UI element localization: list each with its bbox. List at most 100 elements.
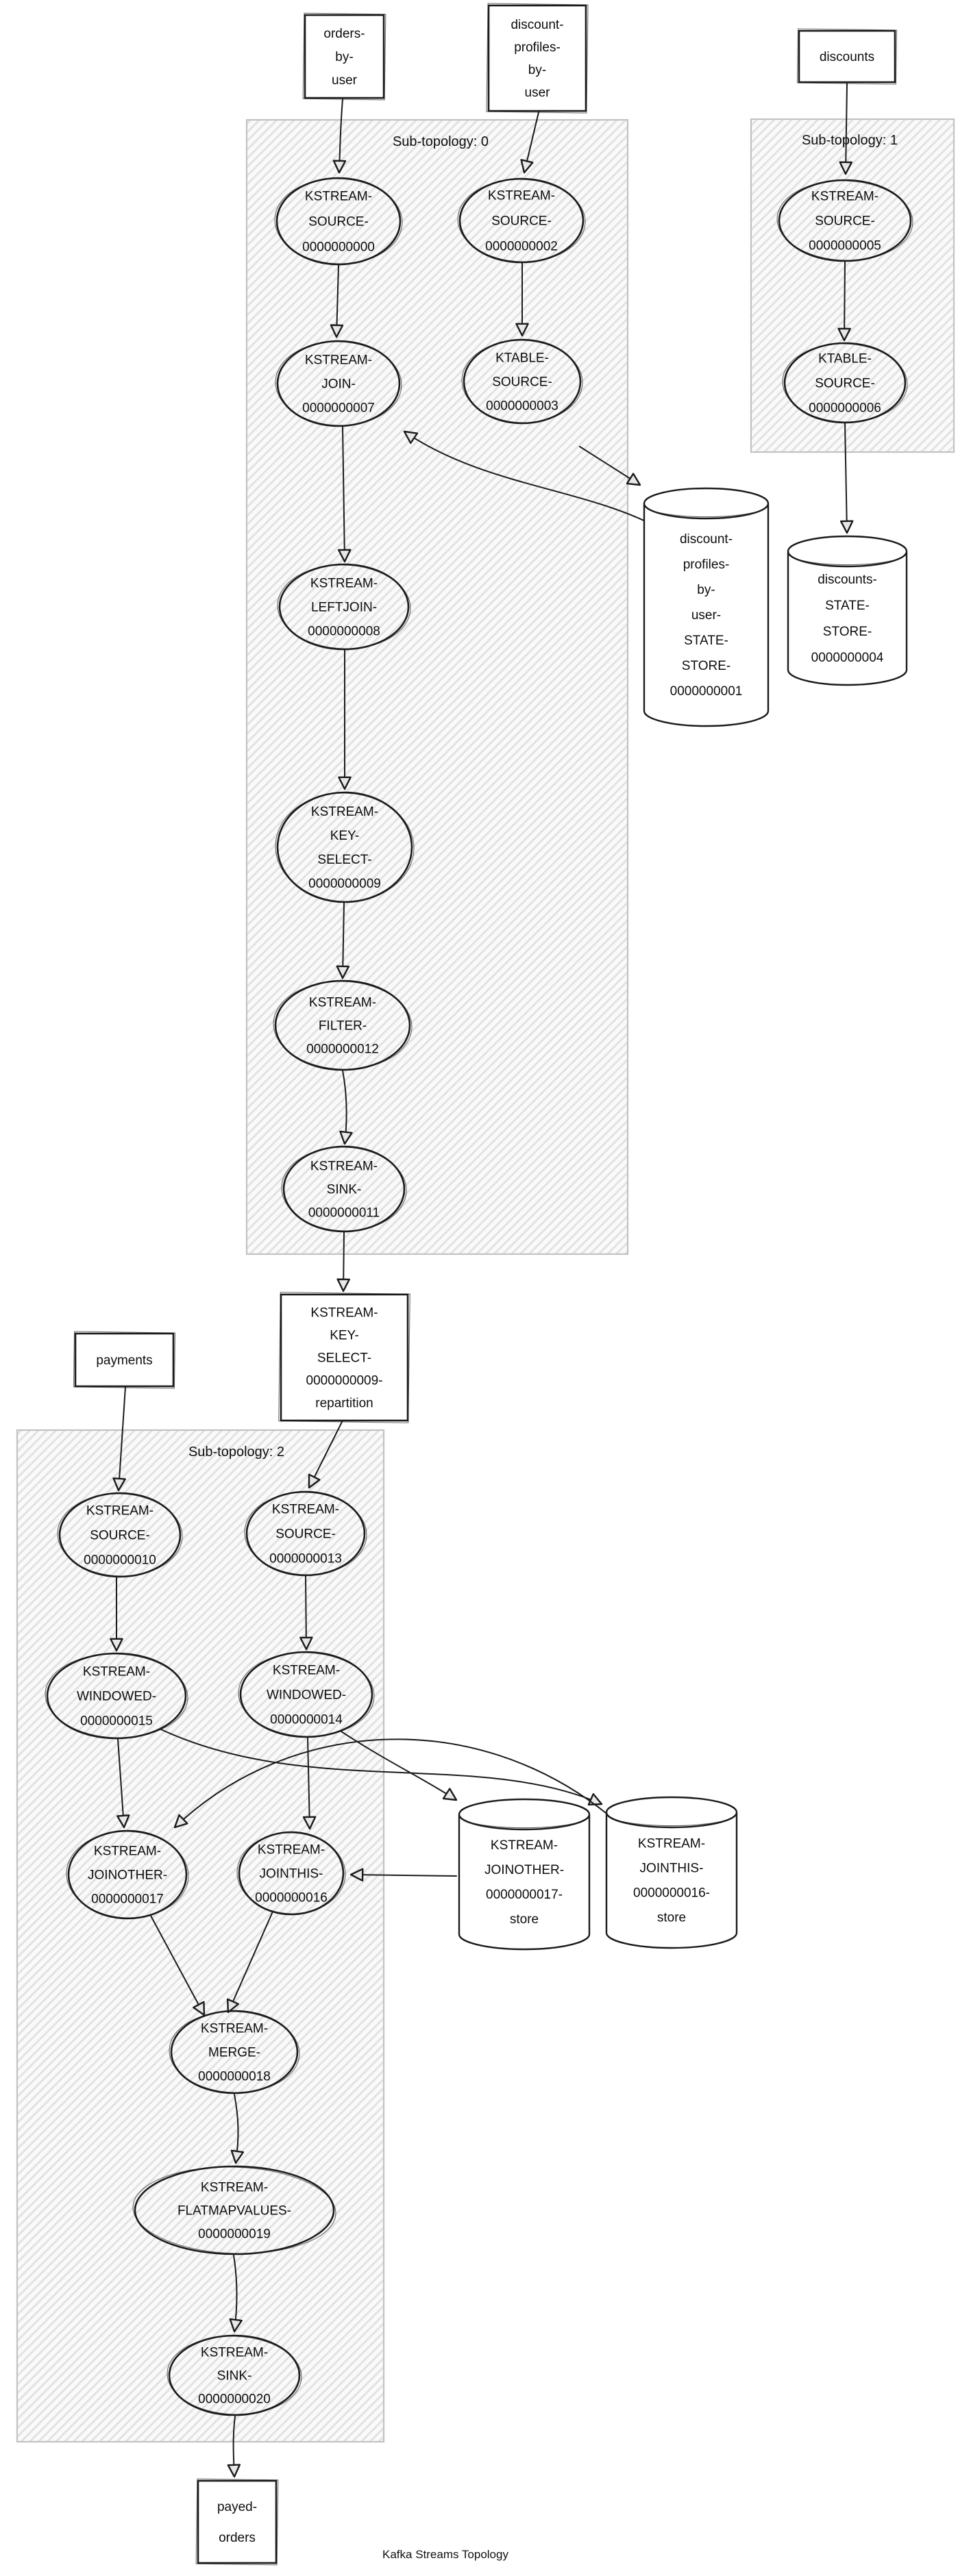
- label-line: KSTREAM-: [201, 2346, 268, 2360]
- edge-kstream-filter-0000000012--kstream-sink-0000000011: [339, 1070, 353, 1145]
- processor-ellipse-sketch: [281, 1147, 407, 1231]
- label-line: user-: [691, 608, 721, 623]
- label-line: discounts: [820, 50, 874, 64]
- processor-ktable-source-0000000006: KTABLE-SOURCE-0000000006: [782, 342, 908, 424]
- processor-kstream-joinother-0000000017: KSTREAM-JOINOTHER-0000000017: [66, 1829, 189, 1920]
- label-line: SELECT-: [317, 1351, 371, 1366]
- label-line: 0000000008: [308, 625, 380, 639]
- processor-ellipse-sketch: [457, 179, 586, 262]
- label-line: FLATMAPVALUES-: [177, 2204, 291, 2218]
- processor-ellipse-sketch: [244, 1492, 367, 1575]
- edge-ktable-source-0000000003--discount-profiles-by-user-state-store-0000000001: [579, 446, 641, 486]
- edge-kstream-source-0000000005--ktable-source-0000000006: [837, 261, 851, 342]
- store-rim-sketch: [458, 1815, 590, 1829]
- label-line: JOINOTHER-: [484, 1863, 564, 1877]
- edge-kstream-merge-0000000018--kstream-flatmapvalues-0000000019: [230, 2094, 245, 2164]
- topic-box-sketch: [486, 3, 589, 114]
- topic-box: [304, 14, 385, 99]
- label-line: KSTREAM-: [310, 1160, 378, 1174]
- label-line: 0000000004: [811, 651, 884, 665]
- label-line: payments: [96, 1353, 152, 1368]
- label-line: store: [657, 1911, 686, 1925]
- region-label: Sub-topology: 1: [802, 133, 898, 148]
- store-rim-sketch: [643, 504, 769, 518]
- label-line: 0000000017: [91, 1892, 164, 1907]
- label-line: KTABLE-: [495, 351, 549, 366]
- store-rim-sketch: [787, 552, 907, 566]
- label-line: WINDOWED-: [267, 1688, 346, 1703]
- label-line: 0000000016: [255, 1891, 328, 1905]
- label-line: 0000000013: [269, 1552, 342, 1566]
- label-line: orders: [219, 2531, 256, 2545]
- layer-edges: [110, 83, 854, 2478]
- label-line: 0000000018: [198, 2070, 271, 2084]
- processor-ellipse: [278, 563, 410, 651]
- label-line: 0000000017-: [486, 1888, 563, 1902]
- processor-kstream-key-select-0000000009: KSTREAM-KEY-SELECT-0000000009: [275, 791, 415, 903]
- processor-ellipse: [245, 1490, 366, 1577]
- label-line: 0000000015: [80, 1714, 153, 1729]
- label-line: SINK-: [217, 2369, 252, 2384]
- edge-kstream-joinother-0000000017--kstream-merge-0000000018: [150, 1915, 206, 2016]
- diagram-caption: Kafka Streams Topology: [382, 2548, 508, 2561]
- label-line: FILTER-: [319, 1019, 367, 1034]
- store-rim-sketch: [606, 1813, 737, 1827]
- processor-kstream-leftjoin-0000000008: KSTREAM-LEFTJOIN-0000000008: [277, 563, 411, 651]
- processor-ellipse: [67, 1829, 188, 1920]
- processor-ellipse: [463, 338, 582, 425]
- store-discount-profiles-by-user-state-store-0000000001: discount-profiles-by-user-STATE-STORE-00…: [643, 487, 770, 727]
- processor-kstream-source-0000000013: KSTREAM-SOURCE-0000000013: [244, 1490, 367, 1577]
- processor-ellipse-sketch: [277, 564, 411, 649]
- store-kstream-jointhis-0000000016-store: KSTREAM-JOINTHIS-0000000016-store: [605, 1796, 738, 1949]
- edge-kstream-windowed-0000000014--kstream-jointhis-0000000016: [302, 1737, 317, 1830]
- label-line: STATE-: [684, 634, 728, 648]
- topic-payed-orders: payed-orders: [195, 2478, 279, 2566]
- processor-ellipse-sketch: [275, 792, 415, 902]
- topic-box: [74, 1332, 175, 1388]
- processor-ellipse: [170, 2010, 299, 2094]
- label-line: KSTREAM-: [258, 1843, 325, 1858]
- label-line: SOURCE-: [815, 214, 875, 229]
- label-line: LEFTJOIN-: [311, 601, 377, 615]
- topic-box-sketch: [73, 1331, 176, 1389]
- store-body: [605, 1812, 738, 1949]
- label-line: orders-: [323, 27, 365, 41]
- label-line: 0000000001: [670, 684, 743, 699]
- label-line: STORE-: [682, 659, 730, 673]
- processor-ellipse-sketch: [776, 180, 913, 261]
- edge-orders-by-user--kstream-source-0000000000: [332, 99, 347, 174]
- label-line: by-: [528, 63, 546, 77]
- label-line: MERGE-: [208, 2046, 260, 2060]
- edge-kstream-flatmapvalues-0000000019--kstream-sink-0000000020: [229, 2255, 243, 2333]
- processor-kstream-source-0000000002: KSTREAM-SOURCE-0000000002: [457, 177, 586, 264]
- processor-ellipse: [168, 2334, 301, 2416]
- processor-ellipse: [274, 979, 411, 1071]
- label-line: KSTREAM-: [305, 353, 372, 368]
- processor-kstream-sink-0000000020: KSTREAM-SINK-0000000020: [167, 2334, 302, 2416]
- label-line: KSTREAM-: [638, 1837, 705, 1851]
- processor-kstream-merge-0000000018: KSTREAM-MERGE-0000000018: [169, 2010, 300, 2094]
- label-line: SOURCE-: [815, 377, 875, 391]
- label-line: WINDOWED-: [77, 1690, 156, 1704]
- processor-ellipse: [282, 1145, 406, 1233]
- label-line: JOINTHIS-: [260, 1867, 323, 1881]
- edge-kstream-sink-0000000011--kstream-key-select-0000000009-repartition: [336, 1231, 350, 1292]
- edge-kstream-sink-0000000020--payed-orders: [227, 2416, 241, 2478]
- layer-nodes: orders-by-userdiscount-profiles-by-userd…: [45, 3, 913, 2566]
- label-line: store: [510, 1912, 539, 1927]
- processor-kstream-filter-0000000012: KSTREAM-FILTER-0000000012: [273, 979, 413, 1071]
- store-top: [787, 535, 908, 568]
- label-line: KSTREAM-: [491, 1838, 558, 1853]
- edge-kstream-joinother-0000000017-store--kstream-jointhis-0000000016: [349, 1868, 457, 1881]
- label-line: 0000000009: [308, 877, 381, 891]
- store-top: [605, 1796, 738, 1829]
- label-line: 0000000016-: [633, 1886, 710, 1901]
- label-line: KEY-: [330, 829, 360, 843]
- edge-kstream-key-select-0000000009--kstream-filter-0000000012: [336, 902, 350, 979]
- processor-ellipse-sketch: [275, 341, 402, 426]
- label-line: STORE-: [823, 625, 872, 639]
- processor-ellipse-sketch: [274, 178, 403, 264]
- label-line: STATE-: [825, 599, 870, 613]
